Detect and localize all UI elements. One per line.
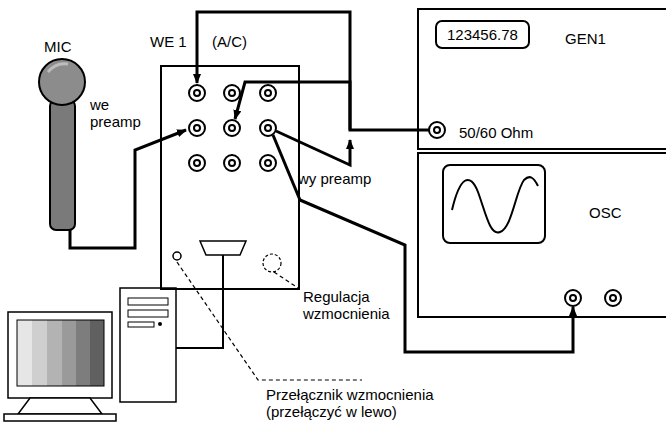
- port-label: 50/60 Ohm: [459, 124, 533, 141]
- microphone: [39, 59, 85, 230]
- frequency-display: 123456.78: [435, 20, 530, 49]
- gain-knob: [263, 254, 281, 272]
- generator-wire: [197, 12, 350, 130]
- computer: [4, 288, 176, 421]
- generator-box: GEN1 50/60 Ohm 123456.78: [417, 8, 666, 150]
- device-name: GEN1: [565, 30, 606, 47]
- leader-line: [274, 272, 298, 288]
- signal-cable: [300, 200, 573, 352]
- gain-switch: [173, 252, 181, 260]
- bnc-connector: [610, 295, 616, 301]
- note-label: Przełącznik wzmocnienia (przełączyć w le…: [266, 386, 456, 420]
- bnc-connector: [429, 122, 445, 138]
- signal-label: we preamp: [90, 96, 142, 130]
- sine-trace: [452, 177, 538, 232]
- bnc-connector: [565, 290, 581, 306]
- display-readout: 123456.78: [447, 26, 518, 43]
- device-name: OSC: [589, 204, 622, 221]
- bnc-connector: [434, 127, 440, 133]
- signal-cable: [235, 82, 417, 130]
- computer-cable: [176, 255, 223, 348]
- jack-grid: [189, 85, 276, 171]
- bnc-connector: [570, 295, 576, 301]
- scope-screen: [443, 165, 545, 243]
- panel-mode: (A/C): [212, 33, 247, 50]
- mic-cable: [70, 130, 186, 248]
- signal-label: wy preamp: [298, 170, 371, 187]
- bnc-connector: [605, 290, 621, 306]
- preamp-panel: WE 1(A/C): [160, 65, 300, 290]
- output-wire: [276, 131, 350, 165]
- oscilloscope-box: OSC: [417, 152, 666, 318]
- output-wire: [273, 135, 300, 200]
- panel-name: WE 1: [150, 33, 187, 50]
- note-label: Regulacja wzmocnienia: [303, 288, 395, 322]
- d-sub-connector: [200, 241, 246, 255]
- device-label: MIC: [44, 38, 72, 55]
